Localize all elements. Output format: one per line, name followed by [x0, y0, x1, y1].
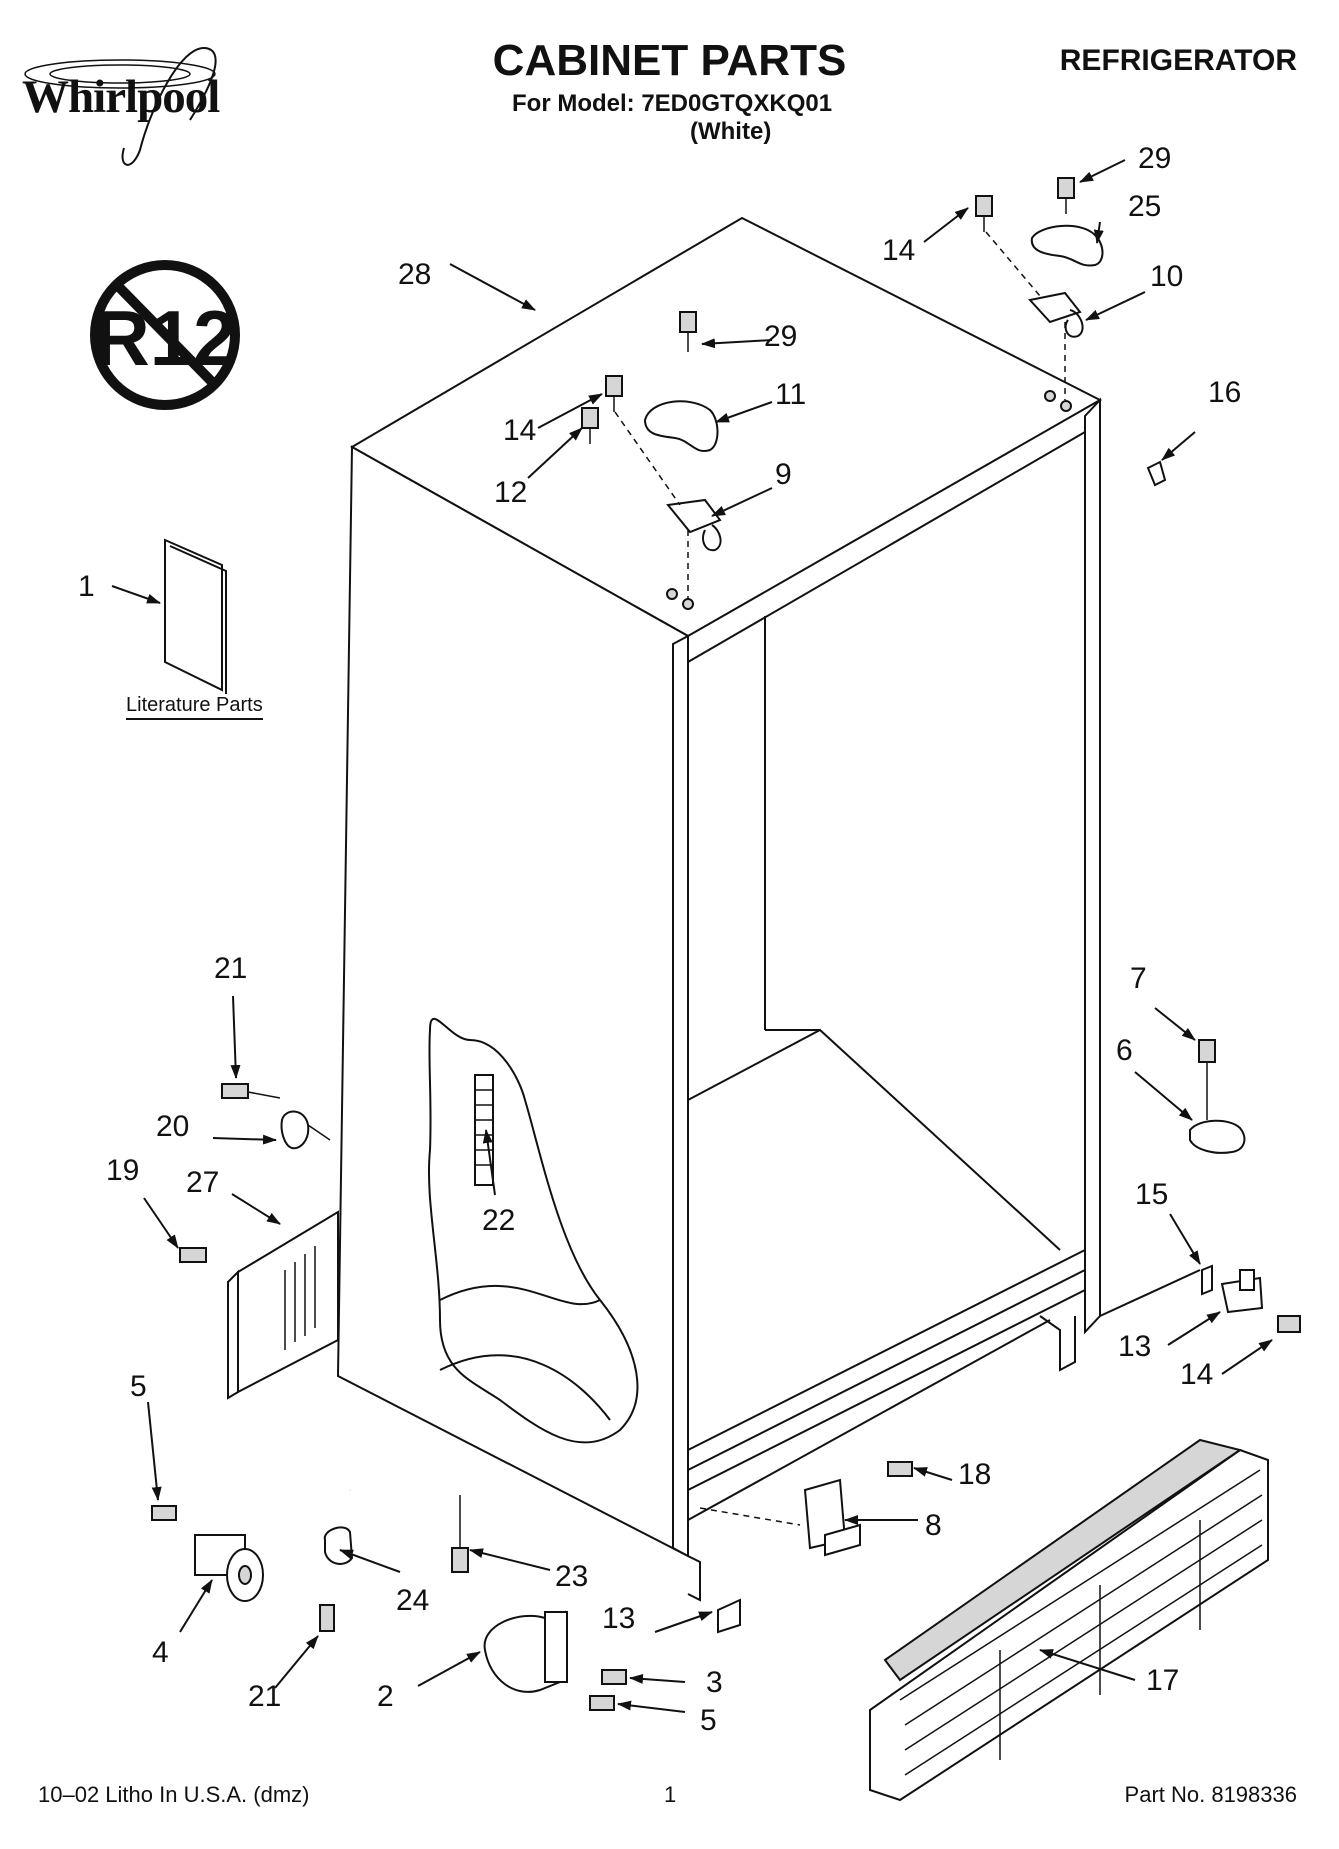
leader-lines [111, 159, 1273, 1713]
screw-icon [975, 195, 993, 232]
no-r12-icon: R12 [90, 260, 240, 410]
callout-7: 7 [1130, 962, 1147, 995]
callout-10: 10 [1150, 260, 1183, 293]
part-number: Part No. 8198336 [1124, 1782, 1297, 1807]
left-top-hinge-assembly [581, 311, 722, 610]
left-leveler-assembly [221, 1083, 331, 1150]
callout-22: 22 [482, 1204, 515, 1237]
screw-icon [589, 1695, 615, 1711]
page-title: CABINET PARTS [492, 36, 847, 85]
door-stop-clip [1146, 460, 1167, 487]
callout-8: 8 [925, 1509, 942, 1542]
callout-6: 6 [1116, 1034, 1133, 1067]
grille-clip-assembly [699, 1461, 913, 1557]
drain-tube-icon [474, 1074, 494, 1186]
screw-icon [581, 407, 599, 444]
callout-5: 5 [130, 1370, 147, 1403]
callout-4: 4 [152, 1636, 169, 1669]
callout-9: 9 [775, 458, 792, 491]
callout-12: 12 [494, 476, 527, 509]
callout-28: 28 [398, 258, 431, 291]
callout-27: 27 [186, 1166, 219, 1199]
callout-29: 29 [1138, 142, 1171, 175]
screw-icon [151, 1505, 177, 1521]
callout-29b: 29 [764, 320, 797, 353]
front-roller-right [483, 1610, 627, 1711]
document-type: REFRIGERATOR [1059, 44, 1297, 77]
callout-17: 17 [1146, 1664, 1179, 1697]
water-line-assembly [319, 1487, 469, 1632]
callout-14b: 14 [503, 414, 536, 447]
callout-23: 23 [555, 1560, 588, 1593]
toe-grille [869, 1438, 1269, 1802]
literature-booklet [164, 538, 227, 694]
callout-20: 20 [156, 1110, 189, 1143]
callout-3: 3 [706, 1666, 723, 1699]
callout-2: 2 [377, 1680, 394, 1713]
callout-14: 14 [882, 234, 915, 267]
callout-21b: 21 [248, 1680, 281, 1713]
callout-1: 1 [78, 570, 95, 603]
cabinet-cutaway [427, 1017, 639, 1444]
callout-25: 25 [1128, 190, 1161, 223]
screw-icon [179, 1247, 207, 1263]
callout-21: 21 [214, 952, 247, 985]
right-bottom-bracket [1201, 1264, 1301, 1333]
screw-icon [1277, 1315, 1301, 1333]
screw-icon [221, 1083, 281, 1099]
whirlpool-logo: Whirlpool [22, 71, 220, 123]
screw-icon [605, 375, 623, 412]
print-info: 10–02 Litho In U.S.A. (dmz) [38, 1782, 310, 1807]
callout-24: 24 [396, 1584, 429, 1617]
page-number: 1 [664, 1782, 677, 1807]
callout-labels: 1 2 3 4 5 5 6 7 8 9 10 11 12 13 13 14 14… [78, 142, 1241, 1737]
front-roller-left [151, 1505, 264, 1602]
callout-18: 18 [958, 1458, 991, 1491]
callout-5b: 5 [700, 1704, 717, 1737]
model-color: (White) [690, 118, 772, 145]
screw-icon [601, 1669, 627, 1685]
screw-icon [679, 311, 697, 352]
callout-13b: 13 [602, 1602, 635, 1635]
screw-icon [887, 1461, 913, 1477]
screw-icon [319, 1604, 335, 1632]
callout-19: 19 [106, 1154, 139, 1187]
callout-13: 13 [1118, 1330, 1151, 1363]
right-bottom-hinge [1189, 1039, 1246, 1154]
callout-15: 15 [1135, 1178, 1168, 1211]
rear-access-cover [179, 1210, 339, 1400]
callout-16: 16 [1208, 376, 1241, 409]
literature-parts-label: Literature Parts [126, 694, 263, 720]
screw-icon [1198, 1039, 1216, 1120]
callout-11: 11 [775, 378, 806, 411]
whirlpool-swirl-icon [24, 46, 217, 166]
right-top-hinge-assembly [975, 177, 1104, 412]
bottom-bracket [717, 1598, 741, 1634]
cabinet-shell [336, 216, 1201, 1602]
model-number: For Model: 7ED0GTQXKQ01 [512, 90, 833, 117]
callout-14c: 14 [1180, 1358, 1213, 1391]
screw-icon [1057, 177, 1075, 214]
